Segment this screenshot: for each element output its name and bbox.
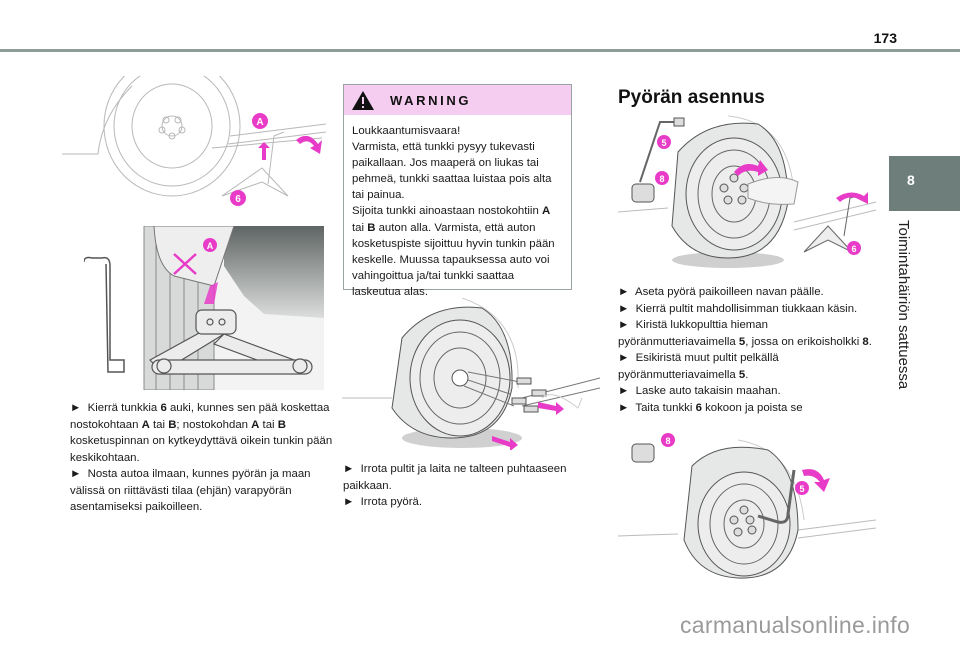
svg-text:6: 6 bbox=[235, 194, 241, 205]
warning-header: WARNING bbox=[344, 85, 571, 115]
chapter-title: Toimintahäiriön sattuessa bbox=[895, 220, 912, 390]
figure-tighten-bolts: 5 8 bbox=[618, 433, 876, 579]
step-2: ► Nosta autoa ilmaan, kunnes pyörän ja m… bbox=[70, 468, 311, 513]
svg-text:8: 8 bbox=[665, 436, 670, 446]
chapter-tab[interactable]: 8 bbox=[889, 156, 960, 211]
step-2: ► Kierrä pultit mahdollisimman tiukkaan … bbox=[618, 302, 858, 315]
chapter-number: 8 bbox=[907, 172, 915, 188]
callout-A bbox=[252, 113, 268, 129]
rotate-arrow-icon bbox=[296, 135, 322, 154]
step-4: ► Esikiristä muut pultit pelkällä pyörän… bbox=[618, 352, 779, 381]
section-title: Pyörän asennus bbox=[618, 87, 765, 108]
page-number: 173 bbox=[873, 30, 897, 46]
step-3: ► Kiristä lukkopulttia hieman pyöränmutt… bbox=[618, 319, 872, 348]
svg-text:A: A bbox=[207, 241, 214, 251]
warning-triangle-icon bbox=[352, 91, 374, 110]
step-5: ► Laske auto takaisin maahan. bbox=[618, 385, 781, 397]
right-instructions: ► Aseta pyörä paikoilleen navan päälle. … bbox=[618, 284, 880, 416]
svg-text:6: 6 bbox=[851, 244, 856, 254]
warning-box: WARNING Loukkaantumisvaara! Varmista, et… bbox=[343, 84, 572, 298]
warning-line: Sijoita tunkki ainoastaan nostokohtiin A… bbox=[352, 205, 555, 298]
step-2: ► Irrota pyörä. bbox=[343, 496, 423, 508]
callout-6 bbox=[230, 190, 246, 206]
step-1: ► Aseta pyörä paikoilleen navan päälle. bbox=[618, 286, 824, 298]
middle-instructions: ► Irrota pultit ja laita ne talteen puht… bbox=[343, 461, 593, 511]
figure-jack-position: A 6 bbox=[62, 76, 327, 206]
svg-text:5: 5 bbox=[661, 138, 666, 148]
step-1: ► Kierrä tunkkia 6 auki, kunnes sen pää … bbox=[70, 402, 333, 464]
header-rule bbox=[0, 49, 960, 52]
svg-text:A: A bbox=[256, 117, 263, 128]
figure-wheel-install: 5 8 6 bbox=[618, 115, 876, 268]
step-6: ► Taita tunkki 6 kokoon ja poista se bbox=[618, 401, 803, 414]
warning-body: Loukkaantumisvaara! Varmista, että tunkk… bbox=[344, 115, 571, 300]
watermark: carmanualsonline.info bbox=[680, 612, 911, 638]
figure-jack-closeup: A bbox=[84, 226, 324, 390]
left-instructions: ► Kierrä tunkkia 6 auki, kunnes sen pää … bbox=[70, 400, 340, 516]
svg-text:8: 8 bbox=[659, 174, 664, 184]
step-1: ► Irrota pultit ja laita ne talteen puht… bbox=[343, 463, 567, 492]
svg-text:5: 5 bbox=[799, 484, 804, 494]
warning-line: Varmista, että tunkki pysyy tukevasti pa… bbox=[352, 141, 552, 202]
figure-wheel-removal bbox=[342, 298, 600, 450]
warning-title: WARNING bbox=[390, 93, 472, 108]
warning-line: Loukkaantumisvaara! bbox=[352, 125, 461, 137]
